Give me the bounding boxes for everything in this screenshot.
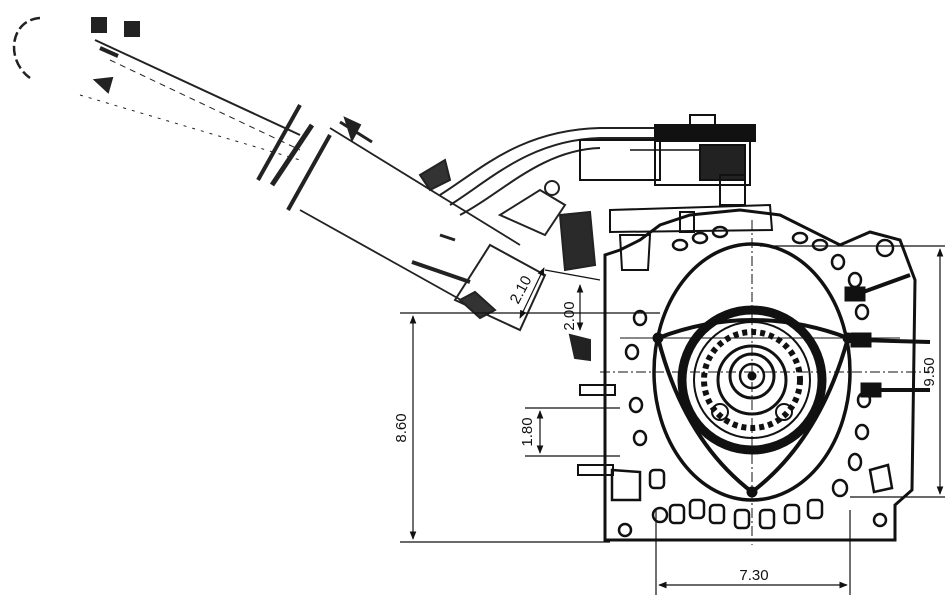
hose-lines [439,127,660,216]
dim-label-housing-height: 9.50 [921,357,938,386]
rotor-housing [577,203,930,545]
dim-arrow-2-10 [519,267,545,319]
dim-label-lower-port-spacing: 1.80 [519,417,536,446]
dim-label-intake-offset: 2.10 [507,273,536,307]
dim-label-housing-width: 7.30 [739,567,768,584]
spark-plugs [844,273,931,398]
dim-label-intake-drop: 2.00 [561,301,578,330]
dim-label-overall-height: 8.60 [393,413,410,442]
air-cleaner-loop [12,16,41,80]
intake-assembly [12,16,597,362]
dimension-lines [400,245,945,595]
starter-motor [579,114,756,206]
